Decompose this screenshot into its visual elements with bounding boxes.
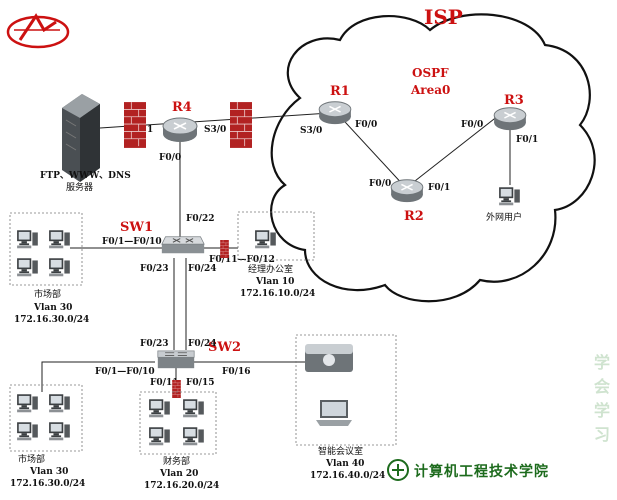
switch-sw2-label: SW2 [208, 340, 241, 355]
conference-device-icon [305, 344, 353, 372]
port-r2-f00: F0/0 [369, 179, 391, 189]
sw2-acl-firewall-icon [172, 380, 181, 398]
watermark-char-3: 学 [594, 401, 610, 420]
college-emblem-icon [387, 459, 409, 481]
watermark-char-4: 习 [594, 425, 610, 444]
meeting-laptop-icon [316, 400, 352, 426]
cloud-title: ISP [424, 5, 463, 29]
meeting-room-name: 智能会议室 [318, 445, 363, 457]
market2-pc-1-icon [17, 394, 38, 413]
port-r4-left: 1 [147, 125, 153, 135]
market1-pc-1-icon [17, 230, 38, 249]
port-sw1-f023: F0/23 [140, 264, 168, 274]
port-r2-f01: F0/1 [428, 183, 450, 193]
port-sw2-f016: F0/16 [222, 367, 250, 377]
server-sublabel: 服务器 [66, 181, 93, 193]
port-sw2-f024: F0/24 [188, 339, 216, 349]
port-sw1-f024: F0/24 [188, 264, 216, 274]
isp-cloud [270, 13, 596, 303]
port-sw2-f015: F0/15 [186, 378, 214, 388]
port-sw2-f023: F0/23 [140, 339, 168, 349]
port-sw1-f01-f010: F0/1—F0/10 [102, 237, 162, 247]
market1-vlan: Vlan 30 [33, 303, 72, 313]
port-r4-f00: F0/0 [159, 153, 181, 163]
port-sw2-f01-f010: F0/1—F0/10 [95, 367, 155, 377]
manager-office-box [237, 211, 315, 261]
router-r3-label: R3 [504, 93, 524, 108]
market2-vlan: Vlan 30 [29, 467, 68, 477]
switch-sw1-icon [161, 236, 205, 254]
manager-office-vlan: Vlan 10 [255, 277, 294, 287]
market2-subnet: 172.16.30.0/24 [10, 479, 85, 489]
router-r4-icon [162, 117, 198, 143]
finance-pc-2-icon [183, 399, 204, 418]
market2-pc-3-icon [17, 422, 38, 441]
port-sw2-f011: F0/11 [150, 378, 178, 388]
router-r3-icon [493, 106, 527, 131]
external-user-label: 外网用户 [486, 211, 522, 223]
market1-pc-2-icon [49, 230, 70, 249]
port-r3-f00: F0/0 [461, 120, 483, 130]
server-label: FTP、WWW、DNS [40, 171, 131, 181]
router-r2-label: R2 [404, 209, 424, 224]
market2-pc-4-icon [49, 422, 70, 441]
meeting-room-vlan: Vlan 40 [325, 459, 364, 469]
link-sw2-market2 [41, 361, 155, 392]
manager-pc-icon [255, 230, 276, 249]
router-r1-icon [318, 100, 352, 125]
sw1-acl-firewall-icon [220, 240, 229, 258]
router-r1-label: R1 [330, 84, 350, 99]
market2-name: 市场部 [18, 453, 45, 465]
finance-pc-1-icon [149, 399, 170, 418]
finance-pc-4-icon [183, 427, 204, 446]
server [62, 94, 100, 182]
finance-box [139, 391, 217, 455]
router-r2-icon [390, 178, 424, 203]
meeting-room-subnet: 172.16.40.0/24 [310, 471, 385, 481]
market1-pc-4-icon [49, 258, 70, 277]
manager-office-name: 经理办公室 [248, 263, 293, 275]
market2-box [9, 384, 83, 452]
college-name: 计算机工程技术学院 [414, 463, 549, 480]
market1-pc-3-icon [17, 258, 38, 277]
market2-pc-2-icon [49, 394, 70, 413]
college-logo [6, 13, 70, 49]
port-r1-s30: S3/0 [300, 126, 322, 136]
market1-subnet: 172.16.30.0/24 [14, 315, 89, 325]
ospf-label: OSPF [412, 66, 449, 80]
port-sw1-f022: F0/22 [186, 214, 214, 224]
firewall-left-icon [124, 101, 146, 149]
port-r1-f00: F0/0 [355, 120, 377, 130]
link-r2-r3 [405, 111, 504, 189]
router-r4-label: R4 [172, 100, 192, 115]
finance-vlan: Vlan 20 [159, 469, 198, 479]
watermark-char-2: 会 [594, 377, 610, 396]
switch-sw1-label: SW1 [120, 220, 153, 235]
finance-pc-3-icon [149, 427, 170, 446]
market1-name: 市场部 [34, 288, 61, 300]
links [41, 109, 511, 395]
finance-subnet: 172.16.20.0/24 [144, 481, 219, 491]
port-r4-s30: S3/0 [204, 125, 226, 135]
meeting-room-box [295, 334, 397, 446]
firewall-right-icon [230, 101, 252, 149]
market1-box [9, 212, 83, 286]
link-r1-r2 [333, 109, 407, 189]
port-r3-f01: F0/1 [516, 135, 538, 145]
manager-office-subnet: 172.16.10.0/24 [240, 289, 315, 299]
switch-sw2-icon [157, 350, 195, 369]
area-label: Area0 [410, 83, 450, 97]
watermark-char-1: 学 [594, 353, 610, 372]
finance-name: 财务部 [163, 455, 190, 467]
watermark: 学 会 学 习 [594, 353, 610, 444]
